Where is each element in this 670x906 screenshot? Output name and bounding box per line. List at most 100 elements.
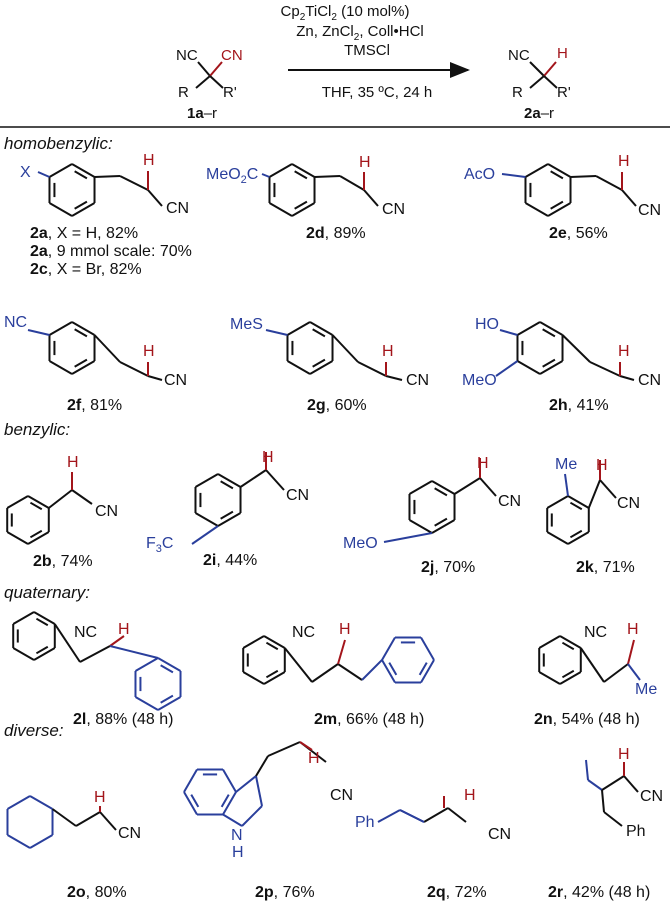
2k-me-bond bbox=[564, 473, 569, 497]
prod-bond-rp bbox=[543, 75, 558, 89]
2l-ring-b-edge bbox=[157, 657, 182, 672]
sm-nc-label: NC bbox=[176, 47, 198, 64]
2d-ring-edge bbox=[268, 202, 293, 217]
2j-ring-edge bbox=[431, 519, 456, 534]
conditions: THF, 35 ºC, 24 h bbox=[322, 84, 433, 101]
2e-ring-edge bbox=[547, 202, 572, 217]
caption-2b: 2b, 74% bbox=[33, 553, 93, 570]
2l-h-label: H bbox=[118, 621, 130, 638]
caption-2i: 2i, 44% bbox=[203, 552, 257, 569]
2j-chain bbox=[479, 477, 497, 497]
2h-ring-edge bbox=[516, 321, 541, 336]
section-diverse: diverse: bbox=[4, 721, 64, 740]
2p-pyrrole bbox=[222, 813, 243, 827]
2d-meo2c-label: MeO2C bbox=[206, 166, 258, 186]
2o-ring-edge bbox=[29, 795, 54, 810]
2n-me-bond bbox=[627, 663, 641, 681]
2l-ph-bond bbox=[109, 645, 159, 659]
2g-ring-edge bbox=[309, 321, 334, 336]
caption-2f: 2f, 81% bbox=[67, 397, 122, 414]
caption-2m: 2m, 66% (48 h) bbox=[314, 711, 424, 728]
2h-ring-edge bbox=[516, 360, 541, 375]
2i-h-label: H bbox=[262, 449, 274, 466]
2r-chain bbox=[623, 775, 639, 793]
2m-ring-b-edge bbox=[420, 659, 435, 684]
2p-pyrrole bbox=[255, 775, 263, 807]
2m-ring-a-edge bbox=[242, 635, 265, 649]
sm-compound-id: 1a–r bbox=[187, 105, 217, 122]
sm-bond-rp bbox=[209, 75, 224, 89]
2n-h-bond bbox=[627, 639, 635, 665]
2e-ring-double bbox=[550, 200, 564, 210]
reagent-line-2: Zn, ZnCl2, Coll•HCl bbox=[296, 23, 424, 43]
2q-chain bbox=[423, 807, 449, 823]
2k-ring-edge bbox=[567, 495, 590, 509]
2e-cn-label: CN bbox=[638, 202, 661, 219]
2a-ring-edge bbox=[71, 163, 96, 178]
2e-chain bbox=[595, 175, 623, 191]
2m-h-bond bbox=[337, 639, 346, 665]
prod-nc-label: NC bbox=[508, 47, 530, 64]
2a-ring-double bbox=[74, 200, 88, 210]
prod-compound-id: 2a–r bbox=[524, 105, 554, 122]
2f-nc-label: NC bbox=[4, 314, 27, 331]
2m-ring-b-edge bbox=[420, 636, 435, 661]
2a-ring-double bbox=[74, 170, 88, 180]
2d-sub-bond bbox=[261, 173, 270, 178]
caption-2n: 2n, 54% (48 h) bbox=[534, 711, 640, 728]
2a-cn-label: CN bbox=[166, 200, 189, 217]
2j-ring-edge bbox=[408, 480, 433, 495]
2m-ring-a-double bbox=[265, 641, 279, 651]
2h-ring-double bbox=[542, 328, 556, 338]
2d-ring-edge bbox=[291, 163, 316, 178]
2d-ring-double bbox=[294, 200, 308, 210]
caption-2g: 2g, 60% bbox=[307, 397, 367, 414]
caption-2o: 2o, 80% bbox=[67, 884, 127, 901]
2j-cn-label: CN bbox=[498, 493, 521, 510]
2l-ring-b-double bbox=[160, 664, 174, 674]
2f-ring-edge bbox=[48, 360, 73, 375]
2k-cn-label: CN bbox=[617, 495, 640, 512]
caption-2q: 2q, 72% bbox=[427, 884, 487, 901]
2a-ring-edge bbox=[71, 202, 96, 217]
2p-benzo-edge bbox=[222, 768, 237, 793]
2p-chain bbox=[255, 755, 269, 777]
2j-ring-edge bbox=[408, 519, 433, 534]
2g-chain bbox=[385, 375, 403, 381]
2l-ring-b-edge bbox=[134, 696, 159, 711]
sm-bond-nc bbox=[197, 61, 211, 77]
2e-h-label: H bbox=[618, 153, 630, 170]
2k-chain bbox=[587, 479, 601, 509]
2m-h-label: H bbox=[339, 621, 351, 638]
2g-sub-bond bbox=[265, 329, 288, 336]
2f-h-label: H bbox=[143, 343, 155, 360]
2f-chain bbox=[93, 334, 121, 363]
2e-chain bbox=[570, 175, 597, 178]
2r-chain bbox=[585, 759, 589, 781]
2h-meo-label: MeO bbox=[462, 372, 497, 389]
2i-chain bbox=[265, 469, 285, 491]
2b-ring-edge bbox=[27, 531, 50, 545]
2n-ring-edge bbox=[538, 635, 561, 649]
prod-bond-nc bbox=[529, 61, 545, 77]
2p-h-bond bbox=[299, 741, 313, 751]
2a-h-label: H bbox=[143, 152, 155, 169]
2m-ring-a-edge bbox=[242, 671, 265, 685]
2f-sub-bond bbox=[27, 329, 50, 336]
2p-h-label: H bbox=[308, 750, 320, 767]
2m-ring-a-double bbox=[265, 669, 279, 679]
2b-chain bbox=[48, 489, 73, 509]
2m-ring-b-edge bbox=[381, 636, 396, 661]
2f-ring-double bbox=[74, 358, 88, 368]
2h-ome-bond bbox=[495, 360, 519, 377]
2o-chain bbox=[99, 811, 117, 831]
2g-ring-double bbox=[312, 358, 326, 368]
2k-h-label: H bbox=[596, 457, 608, 474]
2d-chain bbox=[314, 175, 341, 178]
caption-2d: 2d, 89% bbox=[306, 225, 366, 242]
2o-ring-edge bbox=[6, 795, 31, 810]
2j-meo-label: MeO bbox=[343, 535, 378, 552]
2j-ring-edge bbox=[431, 480, 456, 495]
2p-benzo-double bbox=[220, 794, 230, 808]
2i-ring-edge bbox=[194, 512, 219, 527]
